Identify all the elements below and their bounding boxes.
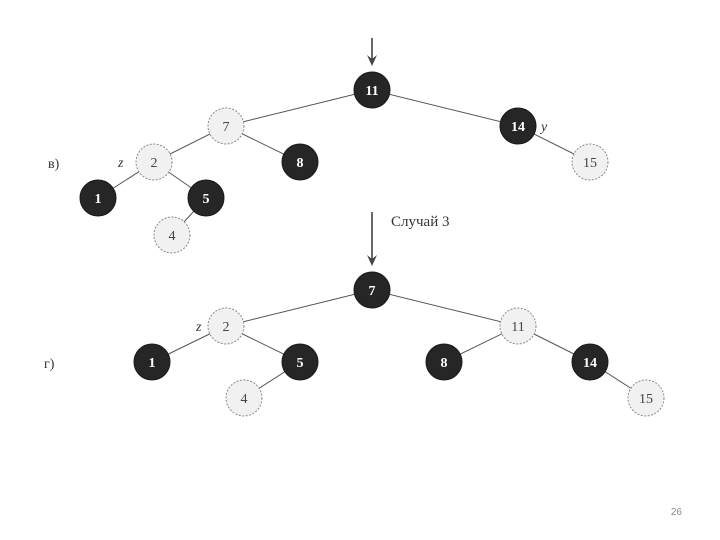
tree-node-8: 8: [425, 343, 463, 381]
black-node-circle: [353, 271, 391, 309]
tree-node-14: 14: [499, 107, 537, 145]
tree-node-8: 8: [281, 143, 319, 181]
tag-y-top: y: [539, 120, 548, 135]
tree-node-1: 1: [133, 343, 171, 381]
down-arrow-icon: [367, 255, 377, 266]
tree-node-4: 4: [153, 216, 191, 254]
node-key-label: 2: [223, 320, 230, 335]
node-key-label: 5: [297, 356, 304, 371]
node-key-label: 4: [169, 229, 176, 244]
node-key-label: 11: [511, 320, 524, 335]
node-key-label: 15: [639, 392, 653, 407]
red-node-circle: [627, 379, 665, 417]
node-key-label: 15: [583, 156, 597, 171]
black-node-circle: [133, 343, 171, 381]
black-node-circle: [571, 343, 609, 381]
red-node-circle: [135, 143, 173, 181]
tree-node-5: 5: [187, 179, 225, 217]
black-node-circle: [499, 107, 537, 145]
node-key-label: 1: [95, 192, 102, 207]
slide-number: 26: [670, 507, 682, 518]
tree-node-5: 5: [281, 343, 319, 381]
black-node-circle: [281, 343, 319, 381]
tree-node-11: 11: [353, 71, 391, 109]
node-key-label: 4: [241, 392, 248, 407]
tree-node-15: 15: [571, 143, 609, 181]
edge-7-2: [225, 289, 373, 327]
tree-node-7: 7: [207, 107, 245, 145]
diagram-labels: в) г) Случай 3 z y z: [44, 120, 548, 372]
tree-node-15: 15: [627, 379, 665, 417]
tree-node-7: 7: [353, 271, 391, 309]
black-node-circle: [79, 179, 117, 217]
tree-node-4: 4: [225, 379, 263, 417]
red-node-circle: [153, 216, 191, 254]
red-node-circle: [499, 307, 537, 345]
panel-label-g: г): [44, 357, 55, 372]
tree-node-2: 2: [135, 143, 173, 181]
node-key-label: 11: [365, 84, 378, 99]
red-node-circle: [571, 143, 609, 181]
tree-node-2: 2: [207, 307, 245, 345]
tree-node-11: 11: [499, 307, 537, 345]
node-key-label: 8: [297, 156, 304, 171]
node-key-label: 14: [511, 120, 525, 135]
red-node-circle: [225, 379, 263, 417]
down-arrow-icon: [367, 55, 377, 66]
black-node-circle: [353, 71, 391, 109]
panel-label-v: в): [48, 157, 60, 172]
tree-node-14: 14: [571, 343, 609, 381]
tree-node-1: 1: [79, 179, 117, 217]
node-key-label: 2: [151, 156, 158, 171]
node-key-label: 14: [583, 356, 597, 371]
node-key-label: 7: [369, 284, 376, 299]
black-node-circle: [425, 343, 463, 381]
node-key-label: 1: [149, 356, 156, 371]
tag-z-top: z: [117, 156, 124, 171]
black-node-circle: [187, 179, 225, 217]
edge-7-11: [371, 289, 519, 327]
case-3-label: Случай 3: [391, 214, 449, 230]
node-key-label: 7: [223, 120, 230, 135]
pointer-arrows: [367, 38, 377, 266]
edge-11-7: [225, 89, 373, 127]
edge-11-14: [371, 89, 519, 127]
black-node-circle: [281, 143, 319, 181]
red-node-circle: [207, 307, 245, 345]
tag-z-bottom: z: [195, 320, 202, 335]
red-node-circle: [207, 107, 245, 145]
node-key-label: 8: [441, 356, 448, 371]
node-key-label: 5: [203, 192, 210, 207]
